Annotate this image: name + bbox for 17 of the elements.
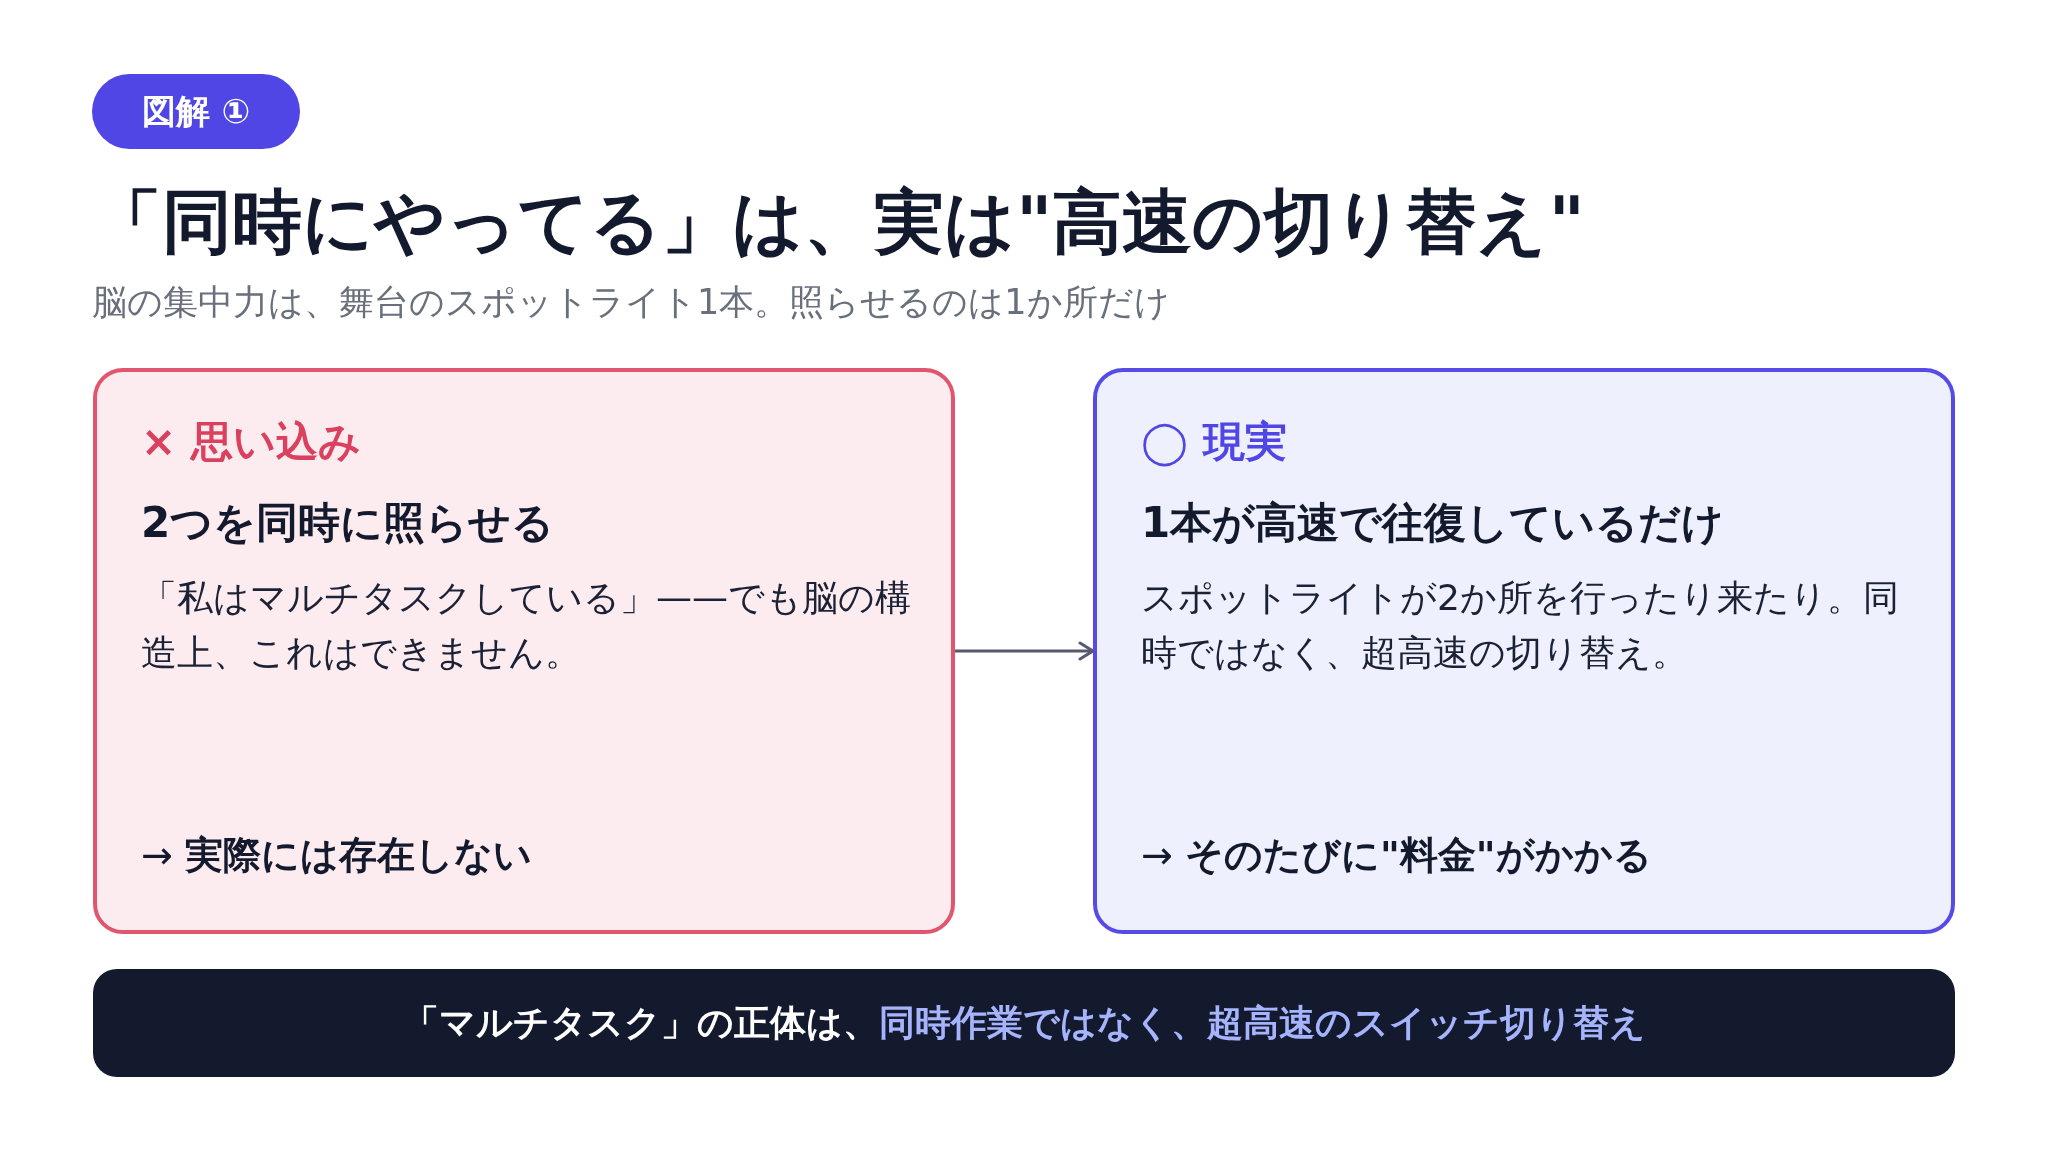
card-footer-text: → そのたびに"料金"がかかる xyxy=(1141,832,1652,879)
page-title: 「同時にやってる」は、実は"高速の切り替え" xyxy=(92,180,1585,264)
banner-text: 「マルチタスク」の正体は、 xyxy=(402,1001,879,1045)
arrow xyxy=(955,641,1095,661)
banner-highlight-text: 同時作業ではなく、超高速のスイッチ切り替え xyxy=(878,1001,1646,1045)
reality-card xyxy=(1093,368,1955,934)
card-subheading: 1本が高速で往復しているだけ xyxy=(1141,497,1725,549)
page-subtitle: 脳の集中力は、舞台のスポットライト1本。照らせるのは1か所だけ xyxy=(92,281,1170,324)
card-body-text: スポットライトが2か所を行ったり来たり。同時ではなく、超高速の切り替え。 xyxy=(1141,576,1900,675)
card-subheading: 2つを同時に照らせる xyxy=(141,497,555,549)
summary-banner xyxy=(93,969,1955,1077)
misconception-card xyxy=(93,368,955,934)
card-body-text: 「私はマルチタスクしている」——でも脳の構造上、これはできません。 xyxy=(141,576,912,675)
card-heading: × 思い込み xyxy=(141,416,361,468)
card-heading: ◯ 現実 xyxy=(1141,416,1287,469)
card-footer-text: → 実際には存在しない xyxy=(141,832,532,879)
section-badge: 図解 ① xyxy=(92,74,300,149)
